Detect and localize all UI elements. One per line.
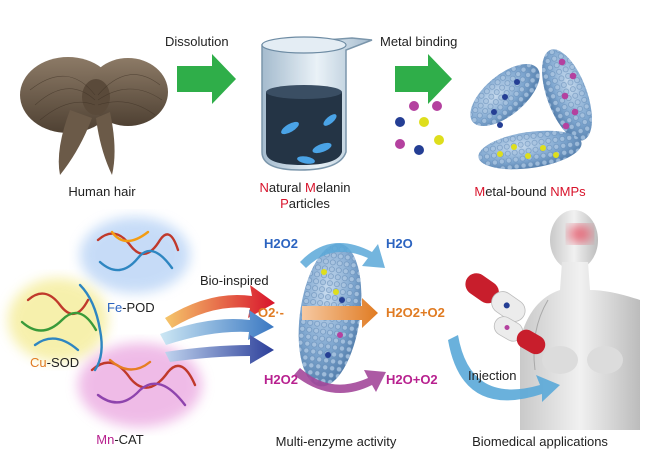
metal-bound-nmps-illustration <box>470 49 592 170</box>
nmps-etal-bound: etal-bound <box>485 184 551 199</box>
nmps-acronym: NMPs <box>550 184 586 199</box>
multi-enzyme-activity-label: Multi-enzyme activity <box>275 434 397 449</box>
bio-inspired-arrows <box>160 285 275 364</box>
h2o-output: H2O <box>386 236 413 251</box>
melanin-m: M <box>304 180 316 195</box>
capsules-illustration <box>465 273 546 355</box>
h2o-o2-output: H2O+O2 <box>386 372 438 387</box>
cu-metal: Cu <box>30 355 47 370</box>
bio-inspired-label: Bio-inspired <box>200 273 269 288</box>
pod-enzyme: -POD <box>122 300 155 315</box>
h2o2-o2-output: H2O2+O2 <box>386 305 445 320</box>
melanin-p: P <box>280 196 289 211</box>
melanin-atural: atural <box>268 180 305 195</box>
dissolution-arrow <box>177 54 236 104</box>
superoxide-input: O2·- <box>258 305 284 320</box>
nmps-m: M <box>474 184 486 199</box>
melanin-elanin: elanin <box>315 180 351 195</box>
hair-illustration <box>20 57 168 175</box>
fe-pod-label: Fe-POD <box>107 300 155 315</box>
enzyme-structures-illustration <box>8 217 202 427</box>
sod-reaction-arrow <box>302 298 378 328</box>
injection-arrow <box>448 335 560 402</box>
cu-sod-label: Cu-SOD <box>30 355 79 370</box>
melanin-articles: articles <box>288 196 330 211</box>
metal-bound-nmps-label: Metal-bound NMPs <box>474 184 585 199</box>
metal-binding-label: Metal binding <box>380 34 458 49</box>
injection-label: Injection <box>468 368 517 383</box>
fe-metal: Fe <box>107 300 123 315</box>
melanin-n: N <box>259 180 269 195</box>
cat-enzyme: -CAT <box>114 432 144 447</box>
dissolution-label: Dissolution <box>165 34 229 49</box>
biomedical-applications-label: Biomedical applications <box>472 434 608 449</box>
metal-ion-dots <box>395 101 444 155</box>
cat-reaction-arrow <box>294 368 386 393</box>
human-hair-label: Human hair <box>68 184 136 199</box>
sod-enzyme: -SOD <box>46 355 80 370</box>
mn-metal: Mn <box>96 432 115 447</box>
metal-binding-arrow <box>395 54 452 104</box>
mn-cat-label: Mn-CAT <box>96 432 143 447</box>
beaker-illustration <box>261 36 373 171</box>
pod-reaction-arrow <box>300 243 385 268</box>
human-figure-illustration <box>520 210 640 430</box>
melanin-particles-label: Natural Melanin Particles <box>259 180 350 212</box>
h2o2-bottom-input: H2O2 <box>264 372 298 387</box>
h2o2-top-input: H2O2 <box>264 236 298 251</box>
